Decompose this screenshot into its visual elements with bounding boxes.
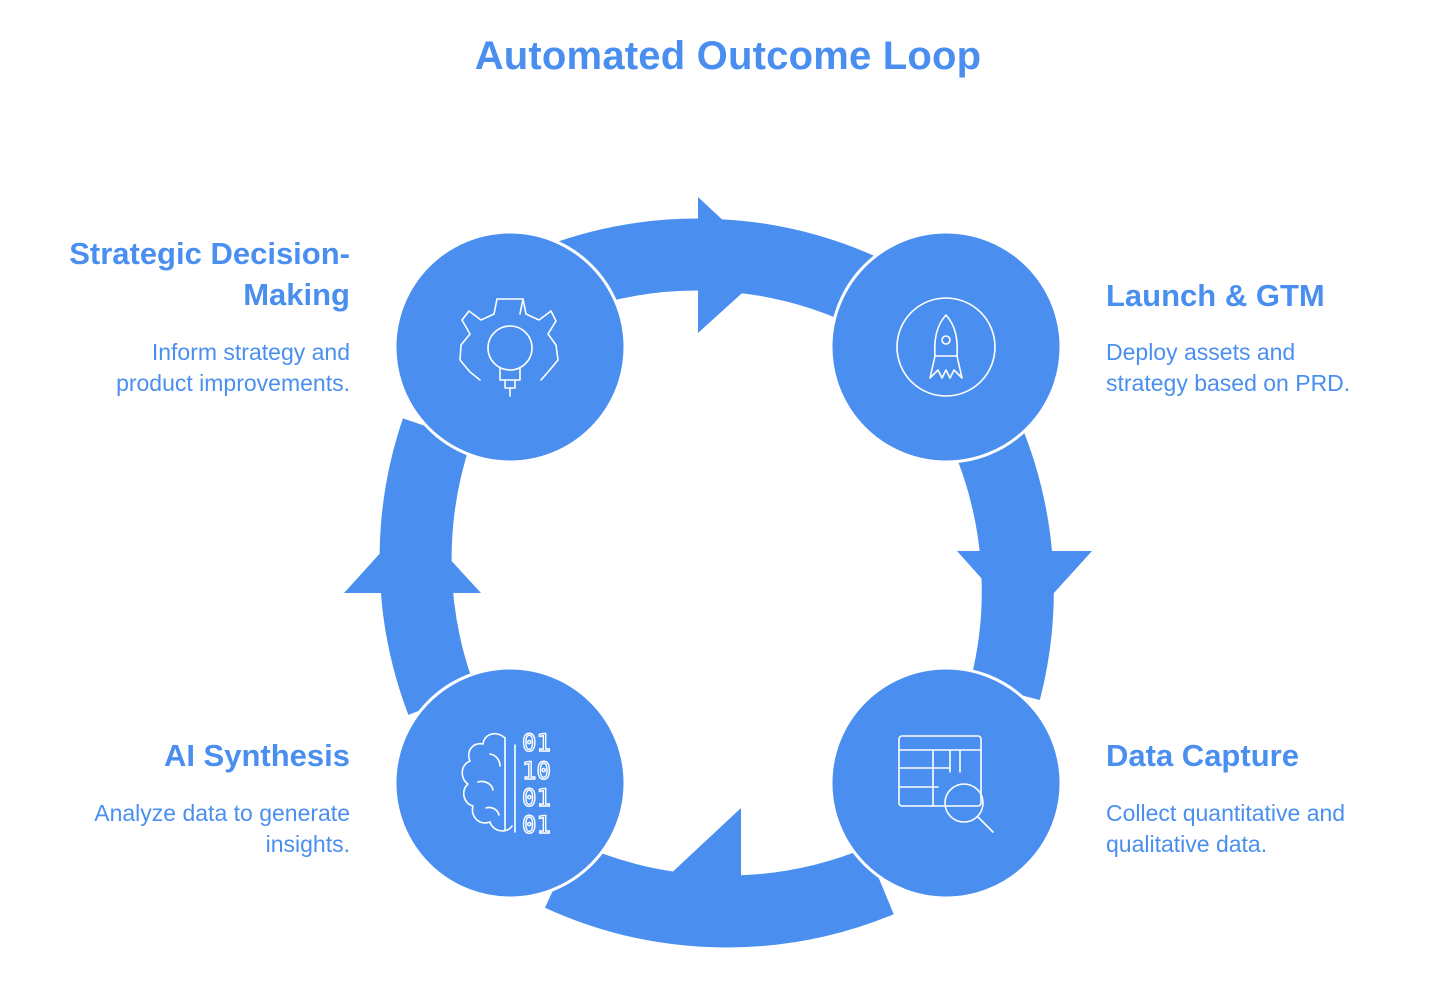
step-desc-strategic: Inform strategy and product improvements…: [30, 337, 350, 399]
step-title-strategic-line-2: Making: [243, 277, 350, 312]
node-strategic: [393, 230, 627, 464]
step-desc-ai-synthesis-line-2: insights.: [265, 831, 350, 857]
step-title-data-capture: Data Capture: [1106, 738, 1299, 773]
step-desc-ai-synthesis-line-1: Analyze data to generate: [94, 800, 350, 826]
node-data: [829, 666, 1063, 900]
step-desc-data-capture-line-2: qualitative data.: [1106, 831, 1268, 857]
step-desc-launch: Deploy assets and strategy based on PRD.: [1106, 337, 1446, 399]
step-title-launch: Launch & GTM: [1106, 278, 1325, 313]
page-title: Automated Outcome Loop: [474, 34, 982, 78]
binary-row-1: 01: [522, 729, 551, 757]
step-title-ai-synthesis: AI Synthesis: [163, 738, 350, 773]
arrow-down-icon: [957, 551, 1092, 626]
binary-row-3: 01: [522, 784, 551, 812]
step-title-strategic-line-1: Strategic Decision-: [69, 236, 350, 271]
step-desc-ai-synthesis: Analyze data to generate insights.: [30, 798, 350, 860]
node-launch: [829, 230, 1063, 464]
step-desc-data-capture: Collect quantitative and qualitative dat…: [1106, 798, 1446, 860]
node-ai: [393, 666, 627, 900]
arrow-left-icon: [666, 808, 741, 945]
gear-lightbulb-icon: [459, 298, 559, 397]
step-desc-strategic-line-1: Inform strategy and: [151, 339, 350, 365]
step-desc-strategic-line-2: product improvements.: [116, 370, 350, 396]
table-magnifier-icon: [898, 735, 994, 833]
step-desc-data-capture-line-1: Collect quantitative and: [1106, 800, 1346, 826]
arrow-right-icon: [698, 197, 772, 333]
arrow-up-icon: [344, 518, 481, 593]
cycle-arrows: [344, 197, 1092, 945]
rocket-icon: [896, 297, 996, 397]
step-desc-launch-line-1: Deploy assets and: [1106, 339, 1296, 365]
step-title-strategic: Strategic Decision- Making: [30, 233, 350, 315]
cycle-nodes: [393, 230, 1063, 900]
brain-binary-icon: 01 10 01 01: [461, 728, 552, 840]
step-desc-launch-line-2: strategy based on PRD.: [1106, 370, 1351, 396]
binary-row-4: 01: [522, 811, 551, 839]
binary-row-2: 10: [522, 757, 551, 785]
